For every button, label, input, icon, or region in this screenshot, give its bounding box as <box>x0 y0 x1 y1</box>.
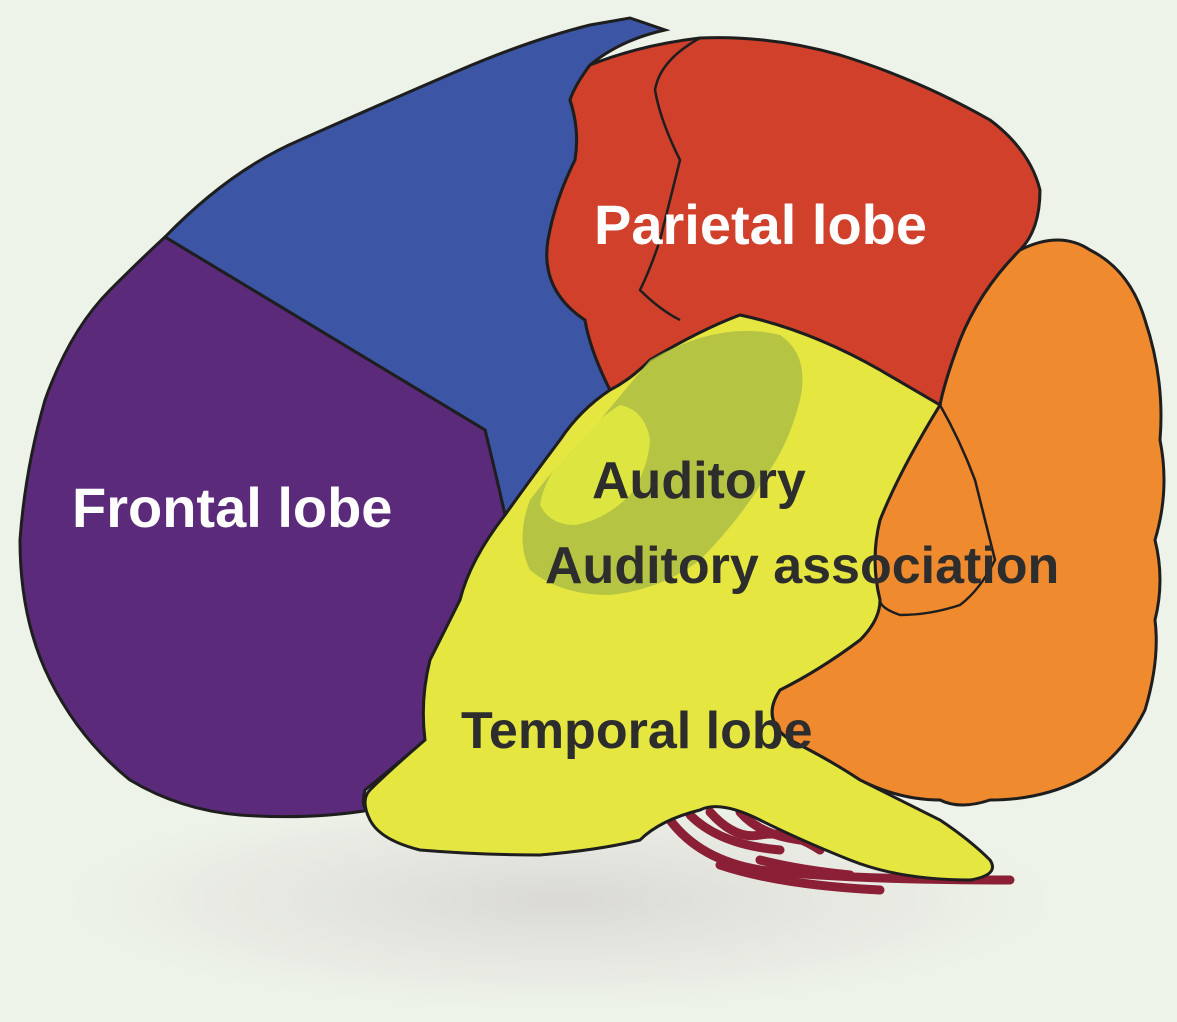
frontal-lobe-label: Frontal lobe <box>72 480 392 536</box>
auditory-association-label: Auditory association <box>545 540 1059 592</box>
auditory-label: Auditory <box>592 455 806 507</box>
parietal-lobe-label: Parietal lobe <box>594 197 927 253</box>
temporal-lobe-label: Temporal lobe <box>461 705 813 757</box>
